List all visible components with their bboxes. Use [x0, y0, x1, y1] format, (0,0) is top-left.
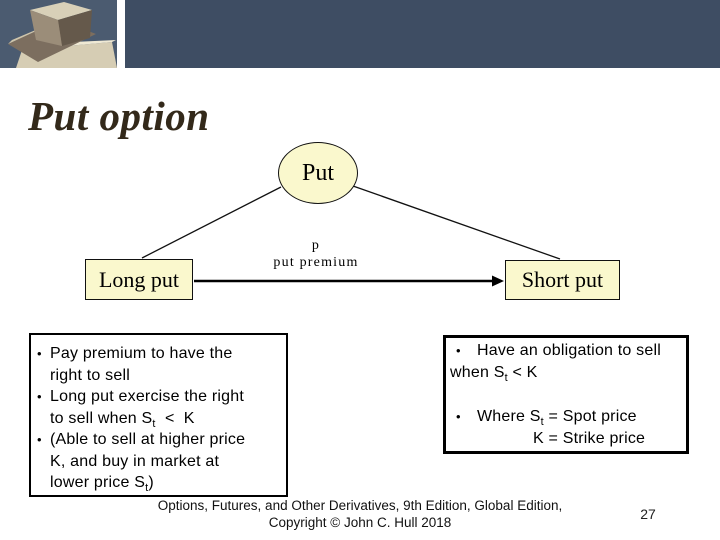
text-line: to sell when St < K [50, 409, 195, 430]
blank-line [446, 384, 686, 406]
bullet-line: •Pay premium to have the [31, 343, 286, 365]
diagram-node-short-put: Short put [505, 260, 620, 300]
bullet-icon: • [456, 343, 461, 358]
header-sculpture-image [0, 0, 117, 68]
footer: Options, Futures, and Other Derivatives,… [0, 497, 720, 531]
page-number: 27 [640, 506, 656, 522]
text-line: when St < K [450, 364, 538, 385]
bullet-icon: • [37, 346, 42, 361]
bullet-icon: • [37, 389, 42, 404]
text-line: K, and buy in market at [50, 452, 220, 470]
put-node-label: Put [301, 159, 334, 186]
sculpture-blocks-graphic [0, 0, 117, 68]
bullet-line: •Have an obligation to sell [446, 340, 686, 362]
text-line: lower price St) [50, 474, 154, 495]
footer-line-1: Options, Futures, and Other Derivatives,… [157, 498, 563, 513]
bullet-icon: • [37, 432, 42, 447]
bullet-icon: • [456, 409, 461, 424]
bullet-line: •(Able to sell at higher price [31, 429, 286, 451]
premium-text: put premium [273, 255, 359, 270]
premium-symbol: p [311, 238, 321, 253]
text-line: K = Strike price [533, 430, 646, 447]
short-put-node-label: Short put [521, 267, 604, 292]
diagram-node-long-put: Long put [85, 259, 193, 300]
diagram-node-put: Put [278, 142, 358, 204]
bullet-line: •Long put exercise the right [31, 386, 286, 408]
footer-line-2: Copyright © John C. Hull 2018 [268, 515, 452, 530]
premium-arrow-label: p put premium [226, 237, 406, 271]
premium-arrowhead-icon [492, 275, 504, 287]
header-band [125, 0, 720, 68]
text-line: right to sell [50, 366, 130, 384]
bullet-line: •Where St = Spot price [456, 408, 637, 429]
long-put-node-label: Long put [98, 266, 180, 292]
page-title: Put option [28, 93, 210, 139]
